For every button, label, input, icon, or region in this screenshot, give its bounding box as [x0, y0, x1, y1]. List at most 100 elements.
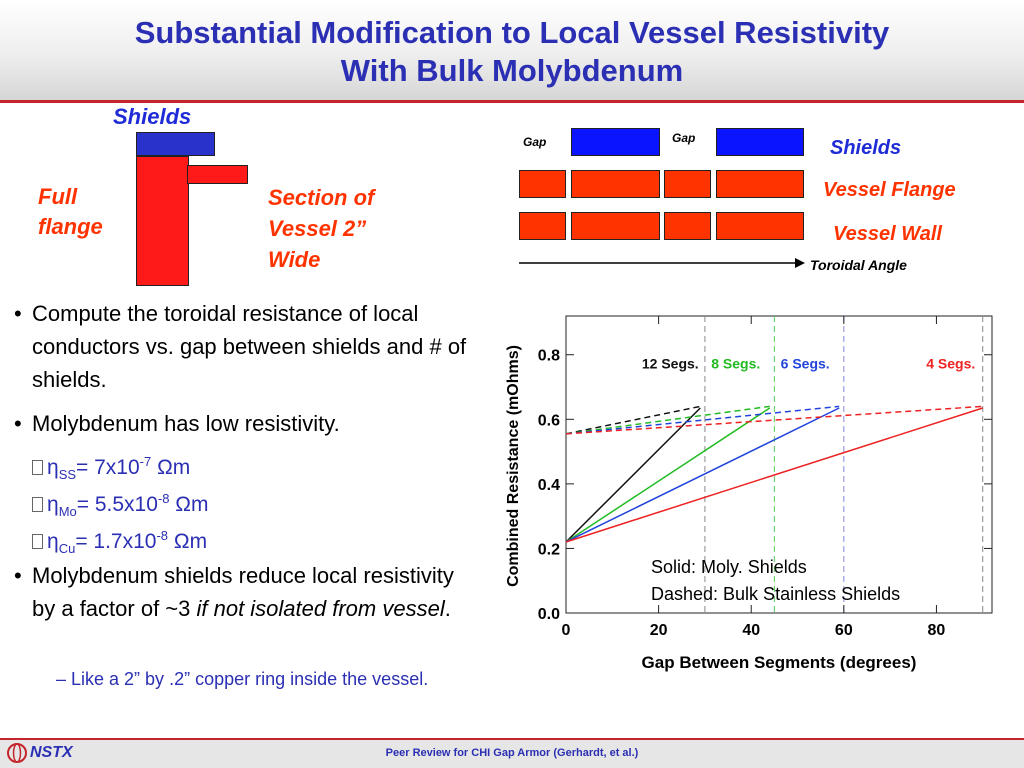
resistivity-exponent: -7 — [139, 454, 152, 469]
y-axis-ticks: 0.0 0.2 0.4 0.6 0.8 — [538, 348, 992, 623]
eta-subscript: SS — [58, 467, 77, 483]
series-line-solid — [565, 407, 701, 543]
shields-label: Shields — [113, 104, 192, 129]
bullet-text: Molybdenum has low resistivity. — [32, 411, 340, 436]
wall-segment — [571, 212, 660, 240]
bullet-text-italic: if not isolated from vessel — [196, 596, 445, 621]
y-tick-label: 0.4 — [538, 477, 560, 494]
resistivity-unit: Ωm — [151, 456, 191, 479]
eta-subscript: Mo — [58, 504, 77, 520]
series-label: 12 Segs. — [642, 355, 699, 371]
x-tick-label: 0 — [562, 622, 571, 639]
series-line-dashed — [565, 405, 840, 435]
series-label: 6 Segs. — [781, 355, 830, 371]
bullet-text: Compute the toroidal resistance of local… — [32, 301, 467, 392]
toroidal-arrow — [519, 258, 805, 268]
bullet-text-end: . — [444, 596, 451, 621]
sub-dash-item: – Like a 2” by .2” copper ring inside th… — [56, 669, 429, 689]
bullet-text-plain: Molybdenum shields reduce local resistiv… — [32, 563, 454, 621]
legend-note-dashed: Dashed: Bulk Stainless Shields — [651, 584, 900, 604]
shield-block — [136, 132, 215, 156]
y-tick-label: 0.2 — [538, 541, 560, 558]
x-tick-label: 60 — [835, 622, 853, 639]
series-lines — [565, 405, 983, 543]
eta-subscript: Cu — [58, 541, 76, 557]
series-line-dashed — [565, 405, 770, 435]
resistivity-value: = 7x10 — [76, 456, 140, 479]
series-labels: 12 Segs. 8 Segs. 6 Segs. 4 Segs. — [642, 355, 975, 371]
slide-title-line2: With Bulk Molybdenum — [340, 53, 684, 88]
slide-title: Substantial Modification to Local Vessel… — [0, 14, 1024, 90]
x-tick-label: 40 — [742, 622, 760, 639]
series-line-dashed — [565, 405, 701, 435]
vessel-wall-label: Vessel Wall — [833, 223, 942, 245]
nstx-logo-icon — [7, 743, 27, 763]
eta-symbol: η — [47, 493, 59, 516]
x-tick-label: 20 — [650, 622, 668, 639]
y-tick-label: 0.0 — [538, 606, 560, 623]
vessel-section-label-line2: Vessel 2” — [268, 216, 367, 241]
eta-symbol: η — [47, 456, 59, 479]
vessel-section-label-line3: Wide — [268, 247, 321, 272]
full-flange-label: Full flange — [38, 182, 103, 242]
gap-label-right: Gap — [672, 131, 696, 145]
vessel-section-label-line1: Section of — [268, 185, 375, 210]
y-tick-label: 0.8 — [538, 348, 560, 365]
resistivity-exponent: -8 — [156, 528, 169, 543]
bullet-dot: • — [14, 411, 22, 436]
vessel-flange-label: Vessel Flange — [823, 179, 956, 201]
y-axis-title: Combined Resistance (mOhms) — [505, 345, 522, 587]
full-flange-block — [136, 156, 189, 286]
slide-title-line1: Substantial Modification to Local Vessel… — [134, 15, 890, 50]
gap-label-left: Gap — [523, 135, 547, 149]
resistivity-value: = 1.7x10 — [75, 530, 157, 553]
bullet-item: • Molybdenum shields reduce local resist… — [14, 559, 474, 625]
series-line-solid — [565, 407, 983, 543]
title-bar — [0, 0, 1024, 100]
legend-note-solid: Solid: Moly. Shields — [651, 557, 807, 577]
series-line-solid — [565, 407, 771, 543]
flange-segment — [664, 170, 711, 198]
wall-segment — [664, 212, 711, 240]
resistivity-unit: Ωm — [168, 530, 208, 553]
series-label: 8 Segs. — [711, 355, 760, 371]
y-tick-label: 0.6 — [538, 412, 560, 429]
sub-bullet-box — [32, 460, 43, 475]
resistivity-cu: ηCu= 1.7x10-8 Ωm — [32, 520, 207, 565]
shield-segment — [571, 128, 660, 156]
flange-segment — [716, 170, 804, 198]
bullet-dot: • — [14, 301, 22, 326]
full-flange-label-line1: Full — [38, 184, 78, 209]
shields-row-label: Shields — [830, 137, 902, 159]
full-flange-label-line2: flange — [38, 214, 103, 239]
plot-frame — [565, 315, 993, 614]
sub-bullet-box — [32, 534, 43, 549]
footer-caption: Peer Review for CHI Gap Armor (Gerhardt,… — [385, 747, 639, 759]
sub-bullet-box — [32, 497, 43, 512]
bullet-text: Molybdenum shields reduce local resistiv… — [14, 559, 474, 625]
eta-symbol: η — [47, 530, 59, 553]
footer-divider — [0, 738, 1024, 740]
nstx-logo-text: NSTX — [30, 744, 73, 761]
flange-segment — [519, 170, 566, 198]
resistivity-ss: ηSS= 7x10-7 Ωm — [32, 446, 190, 491]
bullet-dot: • — [14, 563, 22, 588]
wall-segment — [716, 212, 804, 240]
x-axis-title: Gap Between Segments (degrees) — [642, 653, 917, 672]
flange-segment — [571, 170, 660, 198]
shield-segment — [716, 128, 804, 156]
toroidal-angle-label: Toroidal Angle — [810, 257, 907, 273]
resistivity-exponent: -8 — [157, 491, 170, 506]
resistivity-mo: ηMo= 5.5x10-8 Ωm — [32, 483, 209, 528]
series-line-solid — [565, 407, 840, 543]
wall-segment — [519, 212, 566, 240]
title-divider — [0, 100, 1024, 103]
vessel-section-label: Section of Vessel 2” Wide — [268, 182, 374, 275]
resistivity-value: = 5.5x10 — [76, 493, 158, 516]
resistivity-unit: Ωm — [169, 493, 209, 516]
footer-bar — [0, 740, 1024, 768]
vessel-section-block — [187, 165, 248, 184]
series-label: 4 Segs. — [926, 355, 975, 371]
bullet-item: • Compute the toroidal resistance of loc… — [14, 297, 474, 396]
